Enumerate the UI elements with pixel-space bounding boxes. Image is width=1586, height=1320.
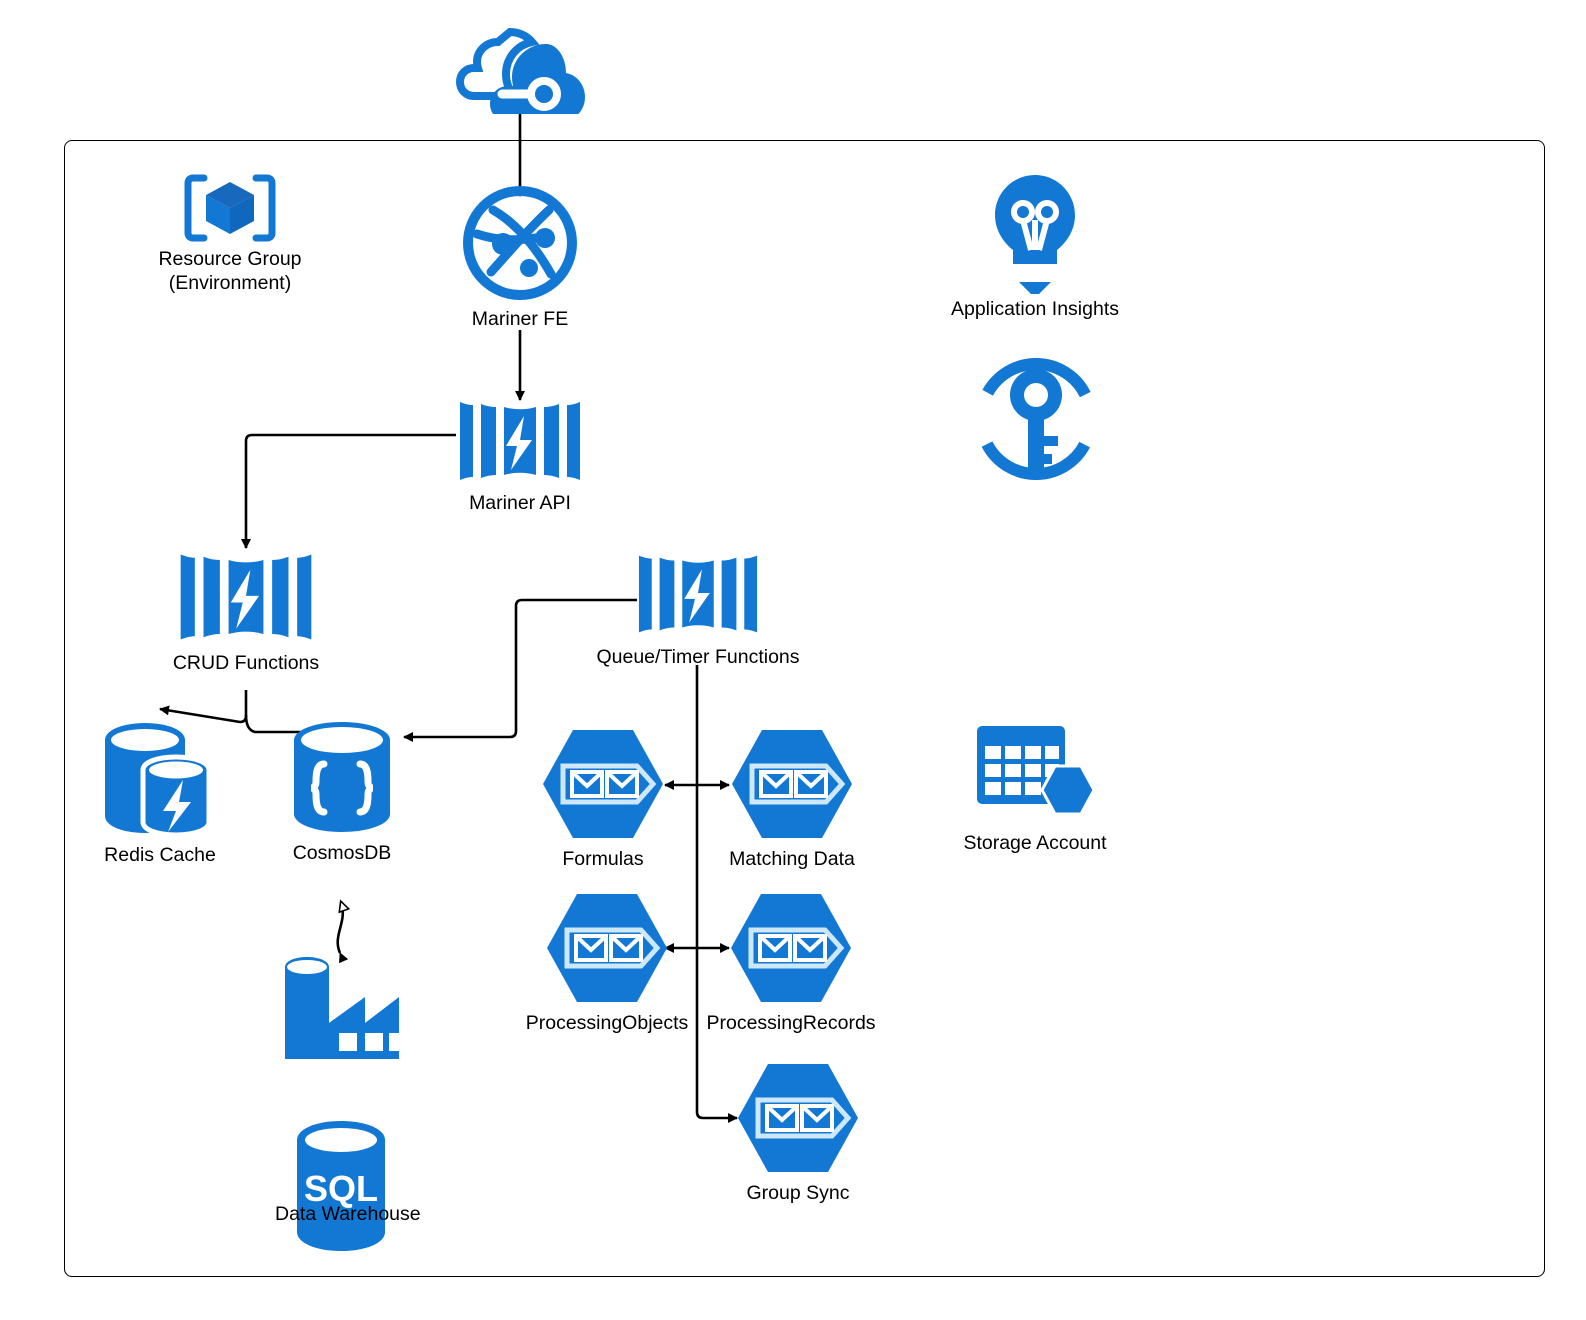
resource-group-label: Resource Group (Environment) [158,248,301,296]
node-application-insights[interactable]: Application Insights [950,172,1120,322]
app-service-globe-icon [459,182,581,304]
queue-storage-hexagon-icon [736,1060,860,1176]
node-matching-data[interactable]: Matching Data [722,726,862,872]
node-data-factory[interactable] [276,945,406,1067]
node-cloud[interactable] [450,26,590,122]
node-resource-group[interactable]: Resource Group (Environment) [150,172,310,296]
queue-storage-hexagon-icon [541,726,665,842]
crud-functions-label: CRUD Functions [172,652,320,674]
storage-account-label: Storage Account [963,832,1107,854]
node-processing-objects[interactable]: ProcessingObjects [526,890,688,1036]
data-factory-icon [277,945,405,1067]
node-redis-cache[interactable]: Redis Cache [83,718,237,868]
key-vault-icon [974,358,1098,480]
mariner-api-label: Mariner API [469,492,571,514]
mariner-fe-label: Mariner FE [471,308,569,330]
node-queue-timer-functions[interactable]: Queue/Timer Functions [596,548,800,670]
group-sync-label: Group Sync [746,1182,850,1204]
node-group-sync[interactable]: Group Sync [735,1060,861,1206]
node-key-vault[interactable] [974,358,1098,480]
data-warehouse-label: Data Warehouse [275,1203,421,1225]
queue-timer-functions-label: Queue/Timer Functions [596,646,800,668]
resource-group-label-line2: (Environment) [168,271,292,294]
node-mariner-api[interactable]: Mariner API [445,396,595,516]
azure-function-icon [456,396,584,486]
queue-storage-hexagon-icon [729,890,853,1006]
redis-cache-label: Redis Cache [104,844,216,866]
processing-records-label: ProcessingRecords [706,1012,876,1034]
resource-group-cube-icon [184,172,276,244]
azure-cloud-icon [454,26,586,122]
node-mariner-fe[interactable]: Mariner FE [440,182,600,332]
storage-account-table-icon [973,722,1097,826]
processing-objects-label: ProcessingObjects [525,1012,689,1034]
resource-group-label-line1: Resource Group [158,248,302,270]
sql-icon-text: SQL [304,1168,378,1209]
cosmosdb-braces-cylinder-icon [282,718,402,838]
application-insights-label: Application Insights [950,298,1120,320]
queue-storage-hexagon-icon [730,726,854,842]
redis-cache-cylinder-icon [95,718,225,840]
node-formulas[interactable]: Formulas [533,726,673,872]
matching-data-label: Matching Data [729,848,855,870]
node-crud-functions[interactable]: CRUD Functions [170,548,322,676]
node-processing-records[interactable]: ProcessingRecords [706,890,876,1036]
node-storage-account[interactable]: Storage Account [962,722,1108,856]
sql-database-cylinder-icon: SQL [289,1118,393,1256]
formulas-label: Formulas [562,848,644,870]
resource-group-boundary [64,140,1545,1277]
azure-function-icon [635,548,761,640]
azure-function-icon [176,548,316,646]
cosmos-db-label: CosmosDB [292,842,392,864]
node-data-warehouse[interactable]: SQL [288,1118,394,1256]
node-cosmos-db[interactable]: CosmosDB [281,718,403,866]
lightbulb-icon [989,172,1081,294]
queue-storage-hexagon-icon [545,890,669,1006]
